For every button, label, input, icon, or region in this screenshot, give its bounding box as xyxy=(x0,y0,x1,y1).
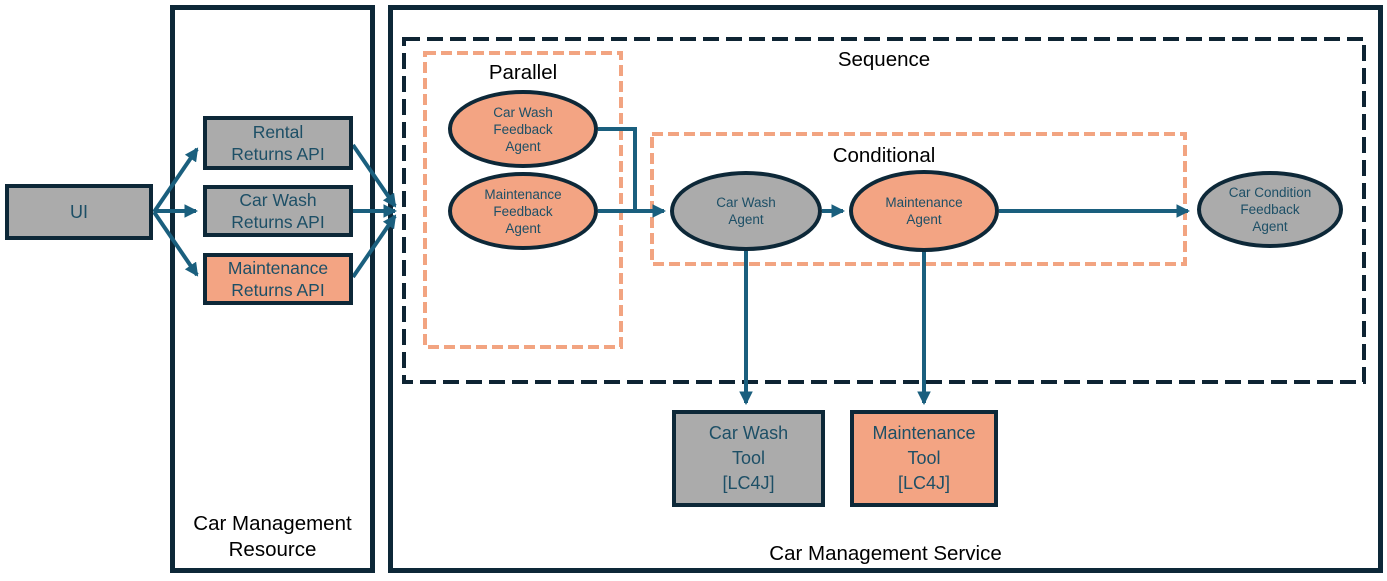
maintenance-tool-box: Maintenance Tool [LC4J] xyxy=(850,410,998,507)
conditional-group-border xyxy=(650,132,1187,266)
rental-returns-api-box: Rental Returns API xyxy=(203,116,353,170)
maintenance-returns-api-box: Maintenance Returns API xyxy=(203,253,353,305)
carwash-tool-box: Car Wash Tool [LC4J] xyxy=(672,410,825,507)
car-management-resource-container xyxy=(170,5,375,573)
arrow-ui-to-maintenance-api xyxy=(152,210,199,277)
service-container-title: Car Management Service xyxy=(769,542,1002,565)
connector-carwash-feedback-elbow xyxy=(598,127,637,211)
car-condition-feedback-agent-ellipse: Car Condition Feedback Agent xyxy=(1197,171,1343,248)
arrow-ui-to-rental-api xyxy=(152,147,199,214)
parallel-group-title: Parallel xyxy=(488,61,558,84)
sequence-group-title: Sequence xyxy=(837,48,931,71)
maintenance-feedback-agent-ellipse: Maintenance Feedback Agent xyxy=(448,172,598,250)
ui-box: UI xyxy=(5,184,153,240)
arrow-maintenance-api-to-service xyxy=(351,214,397,279)
parallel-group-border xyxy=(423,51,623,349)
car-management-service-container xyxy=(388,5,1383,573)
carwash-agent-ellipse: Car Wash Agent xyxy=(670,171,822,251)
conditional-group-title: Conditional xyxy=(832,144,936,167)
carwash-feedback-agent-ellipse: Car Wash Feedback Agent xyxy=(448,90,598,168)
maintenance-agent-ellipse: Maintenance Agent xyxy=(849,170,999,252)
sequence-group-border xyxy=(402,37,1366,384)
arrow-rental-api-to-service xyxy=(351,143,397,208)
resource-container-title: Car Management Resource xyxy=(193,512,352,561)
carwash-returns-api-box: Car Wash Returns API xyxy=(203,185,353,237)
